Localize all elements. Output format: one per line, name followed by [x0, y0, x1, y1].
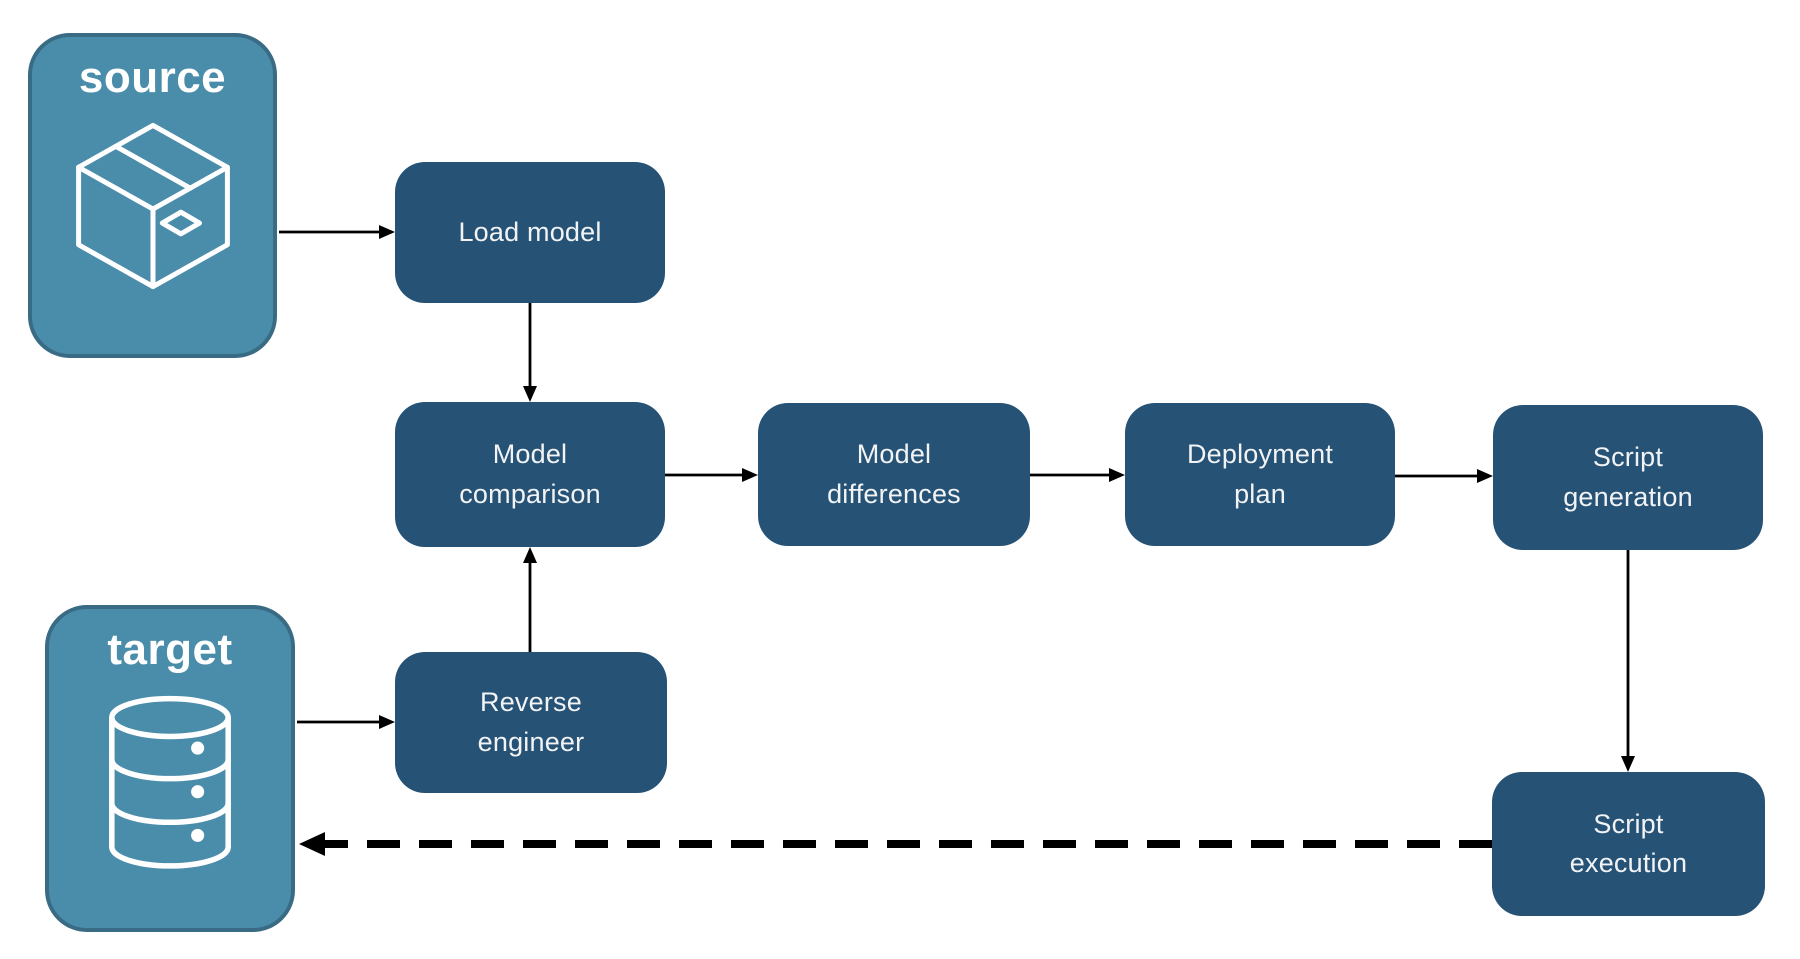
endpoint-source-label: source	[78, 53, 227, 102]
node-load-model-label: Load model	[458, 216, 602, 247]
edge-model-comparison--model-differences-arrow	[665, 468, 758, 482]
node-model-comparison-label: Model comparison	[459, 439, 601, 509]
edge-deployment-plan--script-generation-arrow	[1395, 469, 1493, 483]
node-reverse-engineer: Reverse engineer	[395, 652, 667, 793]
edge-load-model--model-comparison-arrow	[523, 303, 537, 402]
endpoint-source: source	[28, 33, 277, 358]
node-script-generation-label: Script generation	[1563, 442, 1693, 512]
node-model-differences: Model differences	[758, 403, 1030, 546]
edge-source--load-model-arrow	[279, 225, 395, 239]
node-deployment-plan: Deployment plan	[1125, 403, 1395, 546]
node-load-model: Load model	[395, 162, 665, 303]
endpoint-target: target	[45, 605, 295, 932]
node-model-comparison: Model comparison	[395, 402, 665, 547]
database-icon	[90, 685, 250, 881]
edge-script-execution--target-dashed-arrow	[299, 832, 1492, 856]
node-script-execution: Script execution	[1492, 772, 1765, 916]
edge-reverse-engineer--model-comparison-arrow	[523, 547, 537, 652]
node-model-differences-label: Model differences	[827, 439, 961, 509]
edge-target--reverse-engineer-arrow	[297, 715, 395, 729]
node-deployment-plan-label: Deployment plan	[1186, 439, 1334, 509]
edge-script-generation--script-execution-arrow	[1621, 550, 1635, 772]
package-icon	[60, 113, 246, 299]
node-reverse-engineer-label: Reverse engineer	[477, 687, 585, 757]
node-script-generation: Script generation	[1493, 405, 1763, 550]
endpoint-target-label: target	[107, 625, 233, 674]
node-script-execution-label: Script execution	[1569, 808, 1688, 878]
edge-model-differences--deployment-plan-arrow	[1030, 468, 1125, 482]
